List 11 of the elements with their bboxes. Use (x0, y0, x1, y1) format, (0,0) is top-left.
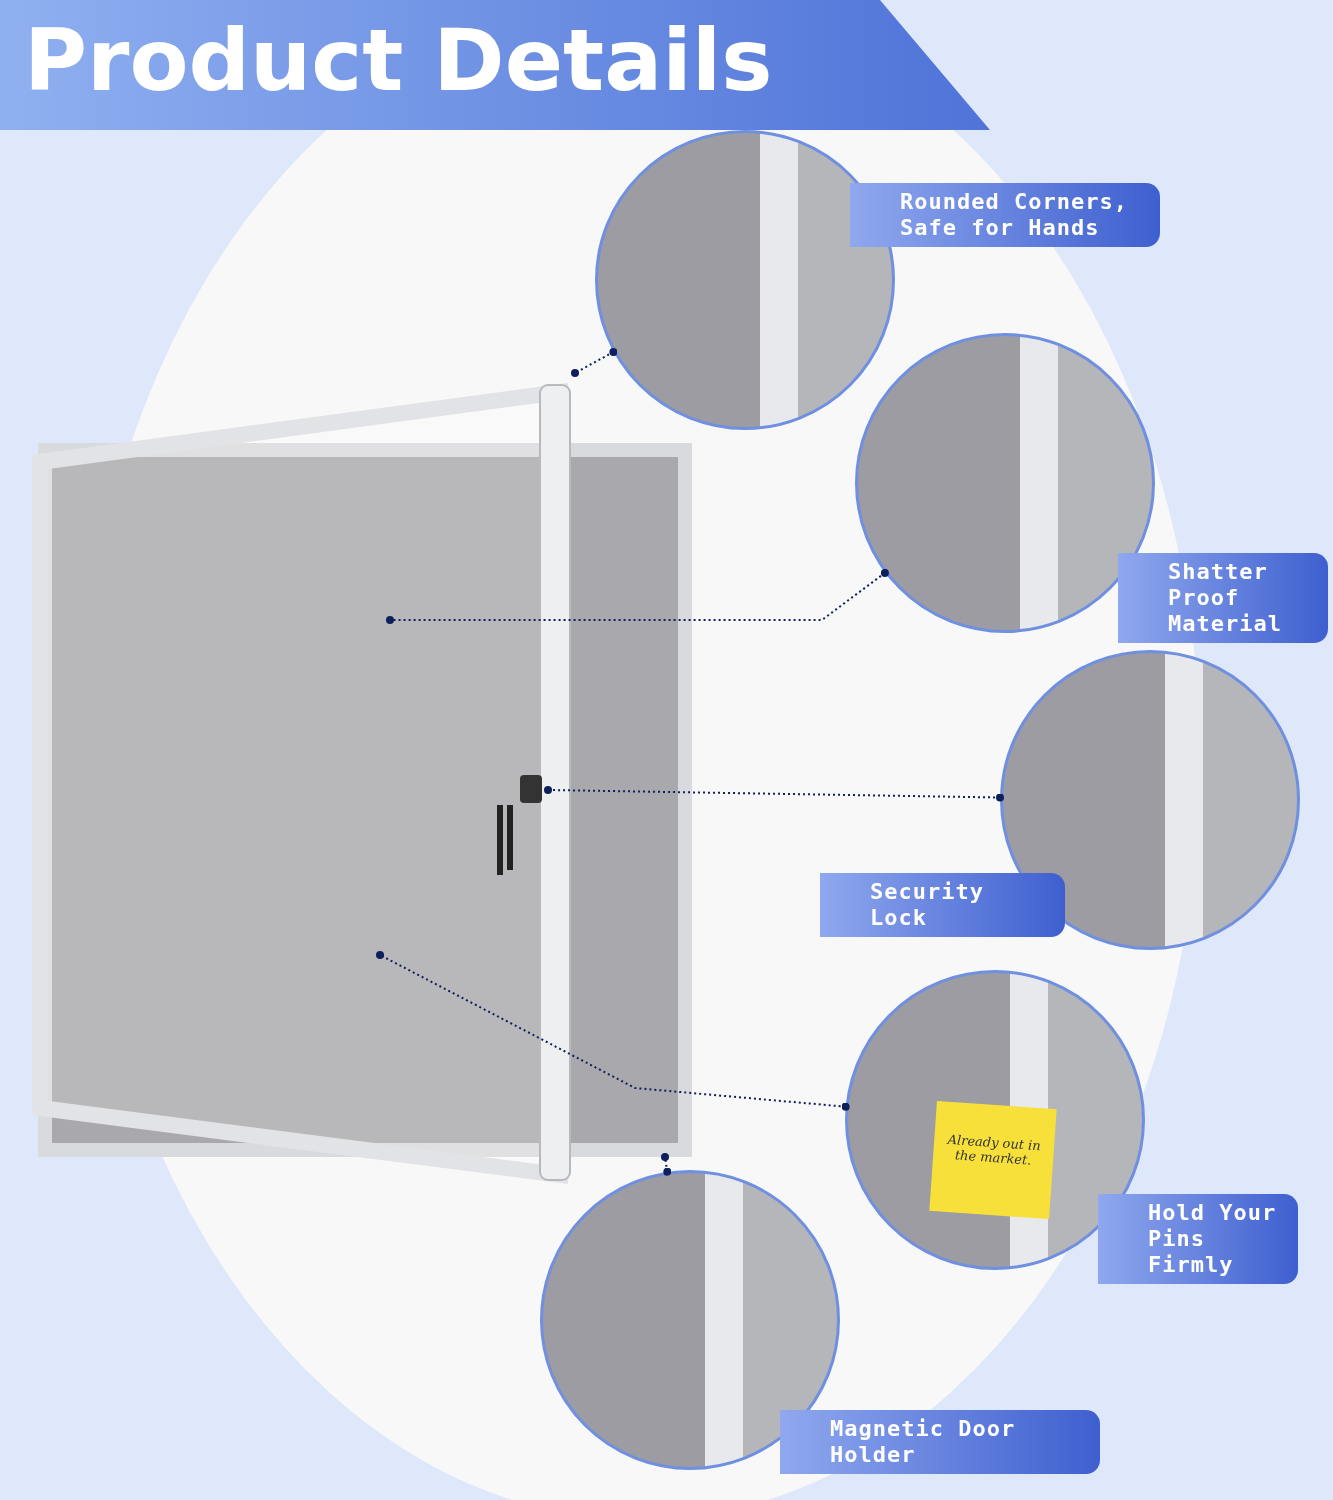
leader-line (661, 1153, 672, 1176)
leader-line (386, 568, 889, 624)
feature-label: Hold Your Pins Firmly (1098, 1194, 1298, 1284)
leader-line (376, 951, 850, 1111)
leader-line (571, 348, 618, 377)
title: Product Details (24, 10, 773, 110)
leader-line (544, 786, 1004, 802)
feature-label: Shatter Proof Material (1118, 553, 1328, 643)
feature-label: Magnetic Door Holder (780, 1410, 1100, 1474)
feature-label: Rounded Corners, Safe for Hands (850, 183, 1160, 247)
feature-label: Security Lock (820, 873, 1065, 937)
